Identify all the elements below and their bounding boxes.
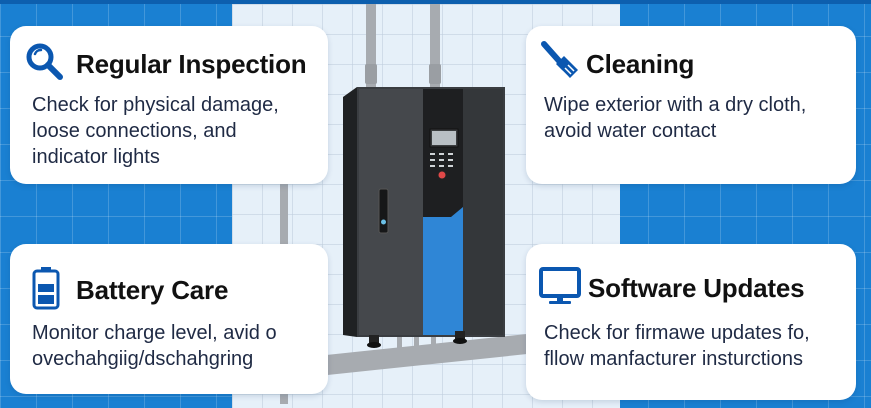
pipe bbox=[365, 64, 377, 84]
card-title: Regular Inspection bbox=[76, 49, 307, 79]
card-text-line: Wipe exterior with a dry cloth, bbox=[544, 94, 807, 116]
card-software-updates: Software Updates Check for firmawe updat… bbox=[526, 244, 856, 400]
top-border bbox=[0, 0, 871, 4]
card-regular-inspection: Regular Inspection Check for physical da… bbox=[10, 26, 328, 184]
magnifier-icon bbox=[24, 42, 68, 87]
card-text-line: Check for physical damage, bbox=[32, 94, 279, 116]
card-text-line: Check for firmawe updates fo, bbox=[544, 322, 810, 344]
card-title: Battery Care bbox=[76, 275, 229, 305]
card-text-line: Monitor charge level, avid o bbox=[32, 322, 277, 344]
card-title: Software Updates bbox=[588, 273, 805, 303]
pipe bbox=[397, 334, 402, 364]
card-cleaning: Cleaning Wipe exterior with a dry cloth,… bbox=[526, 26, 856, 184]
pipe bbox=[430, 4, 440, 104]
pipe bbox=[431, 334, 436, 360]
pipe bbox=[429, 64, 441, 84]
battery-icon bbox=[32, 266, 60, 315]
pipe bbox=[366, 4, 376, 104]
card-text-line: fllow manfacturer insturctions bbox=[544, 348, 803, 370]
cabinet-illustration bbox=[331, 87, 505, 348]
brush-icon bbox=[538, 40, 582, 89]
card-text-line: avoid water contact bbox=[544, 120, 717, 142]
card-title: Cleaning bbox=[586, 49, 695, 79]
card-text-line: indicator lights bbox=[32, 146, 160, 168]
card-battery-care: Battery Care Monitor charge level, avid … bbox=[10, 244, 328, 394]
monitor-icon bbox=[538, 266, 582, 311]
card-text-line: loose connections, and bbox=[32, 120, 237, 142]
cabinet-device bbox=[331, 87, 505, 348]
pipe bbox=[414, 334, 419, 362]
card-text-line: ovechahgiig/dschahgring bbox=[32, 348, 254, 370]
